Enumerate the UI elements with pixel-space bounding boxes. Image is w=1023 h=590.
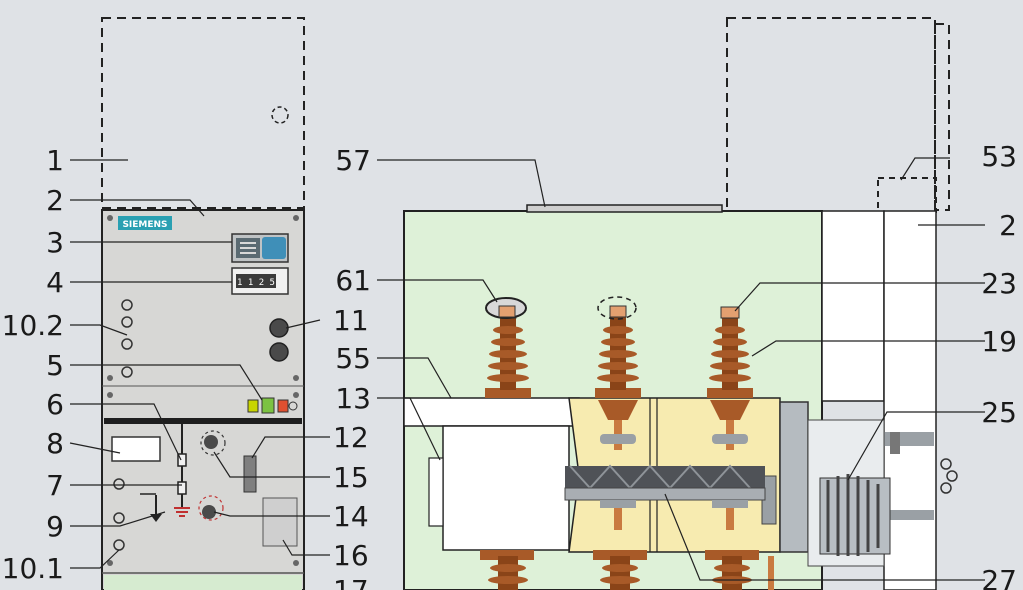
callout-27: 27 <box>981 564 1017 590</box>
callout-7: 7 <box>46 469 64 502</box>
low-voltage-compartment-outline <box>101 17 305 209</box>
callout-14: 14 <box>333 500 369 533</box>
drive-rod <box>564 464 766 501</box>
upper-insulator-3 <box>707 306 753 398</box>
callout-10-1: 10.1 <box>2 552 64 585</box>
operating-shaft-openings <box>198 430 226 521</box>
callout-11: 11 <box>333 304 369 337</box>
cover-plate <box>262 497 298 547</box>
upper-contacts <box>598 400 750 450</box>
upper-insulator-1 <box>485 297 531 398</box>
push-buttons <box>269 318 289 362</box>
interlock-slide <box>243 455 257 493</box>
callout-17: 17 <box>333 574 369 590</box>
feeder-label-frame <box>111 436 161 462</box>
top-duct-outline <box>726 17 936 213</box>
top-duct-side-outline <box>934 23 950 211</box>
callout-10-2: 10.2 <box>2 309 64 342</box>
control-sockets-upper <box>121 299 133 378</box>
callout-12: 12 <box>333 421 369 454</box>
callout-2: 2 <box>46 184 64 217</box>
callout-16: 16 <box>333 539 369 572</box>
callout-2-right: 2 <box>999 209 1017 242</box>
brand-logo: SIEMENS <box>118 216 172 230</box>
lower-contacts <box>600 500 748 530</box>
callout-25: 25 <box>981 396 1017 429</box>
leader-lines <box>69 157 985 581</box>
callout-15: 15 <box>333 461 369 494</box>
callout-labels: 1 2 3 4 10.2 5 6 8 7 9 10.1 11 12 15 14 … <box>2 140 1017 590</box>
wiring-duct-outline <box>877 177 937 213</box>
callout-61: 61 <box>335 264 371 297</box>
lower-insulators <box>480 550 774 590</box>
callout-3: 3 <box>46 226 64 259</box>
operations-counter: 1 1 2 5 <box>231 267 289 295</box>
operating-mechanism <box>761 401 958 567</box>
callout-9: 9 <box>46 510 64 543</box>
callout-23: 23 <box>981 267 1017 300</box>
callout-1: 1 <box>46 144 64 177</box>
callout-5: 5 <box>46 349 64 382</box>
viewing-window-outline <box>271 106 289 124</box>
callout-19: 19 <box>981 325 1017 358</box>
callout-55: 55 <box>335 342 371 375</box>
mimic-diagram <box>140 424 190 522</box>
svg-text:SIEMENS: SIEMENS <box>122 220 167 230</box>
callout-8: 8 <box>46 427 64 460</box>
svg-text:1 1 2 5: 1 1 2 5 <box>237 278 275 288</box>
callout-13: 13 <box>335 382 371 415</box>
callout-6: 6 <box>46 388 64 421</box>
protection-relay <box>231 233 289 263</box>
callout-57: 57 <box>335 144 371 177</box>
upper-insulator-2 <box>595 296 641 398</box>
callout-4: 4 <box>46 266 64 299</box>
position-indicators <box>247 397 298 414</box>
callout-53: 53 <box>981 140 1017 173</box>
